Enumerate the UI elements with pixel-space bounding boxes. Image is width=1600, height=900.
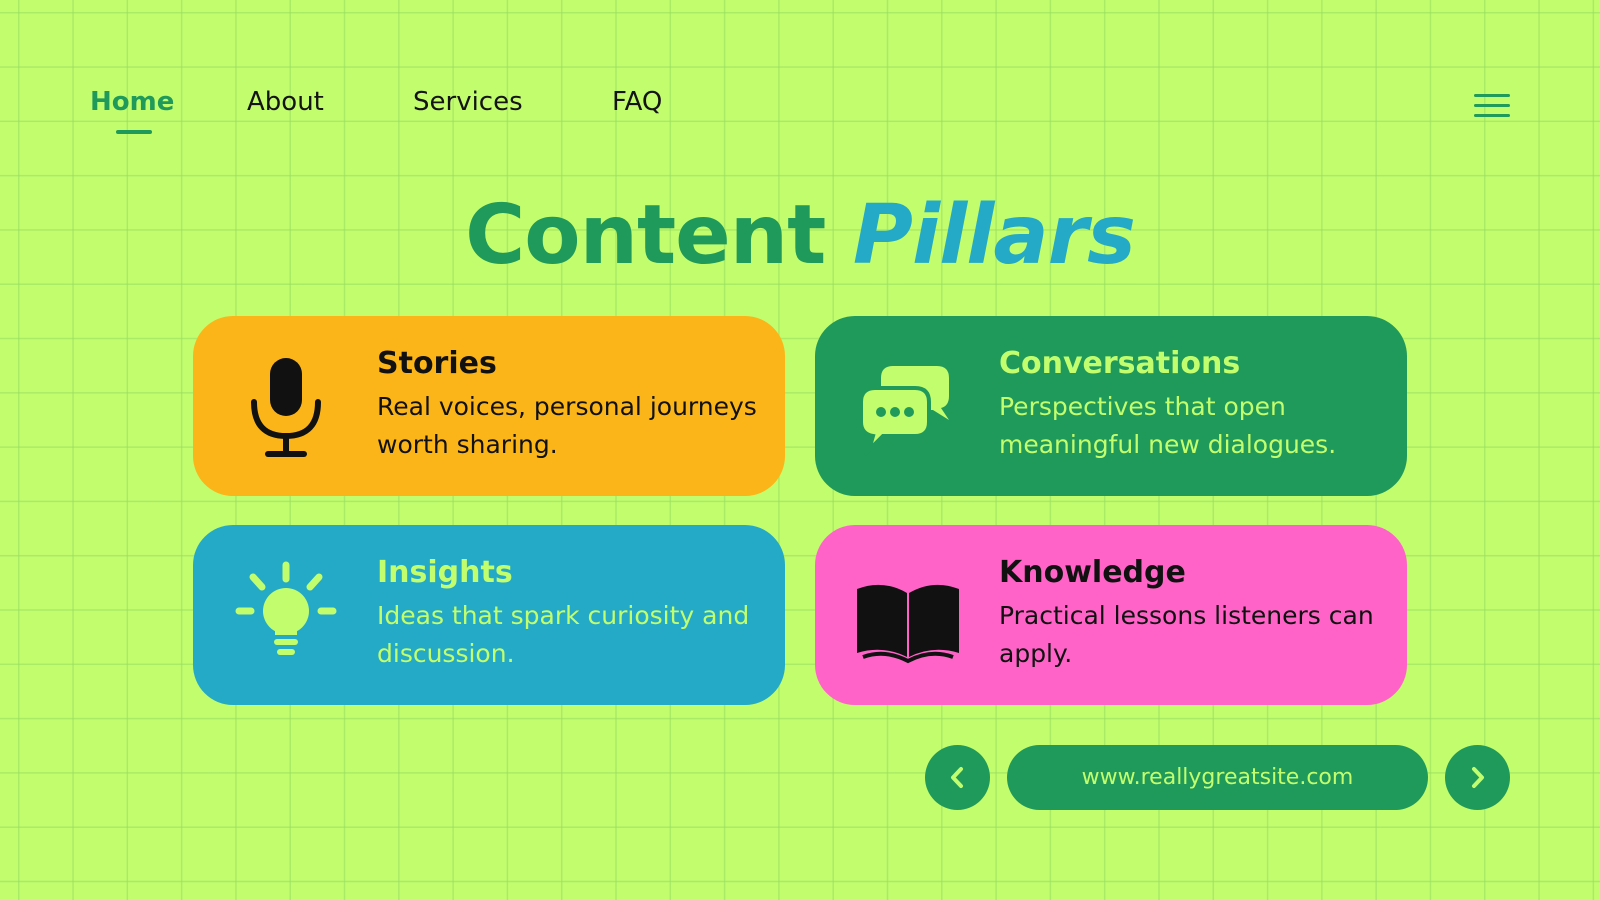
pillar-card-conversations: Conversations Perspectives that open mea… [815, 316, 1407, 496]
pillar-card-insights: Insights Ideas that spark curiosity and … [193, 525, 785, 705]
page-title: Content Pillars [0, 186, 1600, 286]
chevron-right-icon [1472, 767, 1484, 788]
microphone-icon [231, 352, 341, 462]
chat-bubbles-icon [853, 352, 963, 462]
card-description-insights: Ideas that spark curiosity and discussio… [377, 601, 750, 668]
nav-item-services-label: Services [413, 87, 523, 117]
title-part-pillars: Pillars [852, 188, 1136, 283]
lightbulb-icon [231, 561, 341, 671]
nav-item-faq-label: FAQ [612, 87, 663, 117]
active-nav-underline [116, 130, 152, 134]
card-description-conversations: Perspectives that open meaningful new di… [999, 392, 1337, 459]
chevron-left-icon [951, 767, 963, 788]
nav-item-home-label: Home [90, 87, 175, 117]
card-description-stories: Real voices, personal journeys worth sha… [377, 392, 757, 459]
card-heading-insights: Insights [377, 555, 513, 590]
title-part-content: Content [465, 188, 826, 283]
pillar-card-stories: Stories Real voices, personal journeys w… [193, 316, 785, 496]
card-description-knowledge: Practical lessons listeners can apply. [999, 601, 1374, 668]
nav-item-about[interactable]: About [247, 84, 324, 120]
nav-item-services[interactable]: Services [413, 84, 523, 120]
card-heading-knowledge: Knowledge [999, 555, 1186, 590]
prev-button[interactable] [925, 745, 990, 810]
open-book-icon [853, 561, 963, 671]
nav-item-about-label: About [247, 87, 324, 117]
card-heading-stories: Stories [377, 346, 497, 381]
next-button[interactable] [1445, 745, 1510, 810]
nav-item-home[interactable]: Home [90, 84, 175, 134]
website-url-button[interactable]: www.reallygreatsite.com [1007, 745, 1428, 810]
nav-item-faq[interactable]: FAQ [612, 84, 662, 120]
card-heading-conversations: Conversations [999, 346, 1241, 381]
pillar-card-knowledge: Knowledge Practical lessons listeners ca… [815, 525, 1407, 705]
hamburger-menu-icon[interactable] [1474, 92, 1512, 120]
